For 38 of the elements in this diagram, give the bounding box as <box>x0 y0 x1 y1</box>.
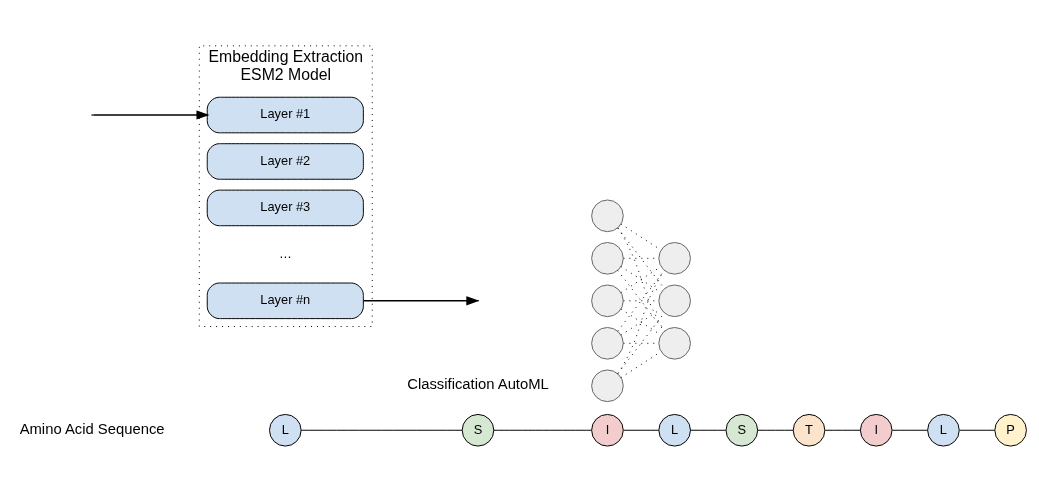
node-circle: T <box>792 413 826 447</box>
node-circle <box>658 241 691 275</box>
node-box: Layer #n <box>206 282 364 319</box>
node-circle <box>591 326 624 360</box>
connector <box>623 429 660 431</box>
connector <box>617 227 665 331</box>
label: … <box>278 245 292 261</box>
label: Amino Acid Sequence <box>19 420 165 437</box>
node-box: Layer #2 <box>206 142 364 180</box>
connector <box>617 227 665 289</box>
node-box: Layer #3 <box>206 189 364 226</box>
connector <box>824 429 861 431</box>
arrow <box>362 295 480 305</box>
node-circle: I <box>859 413 893 447</box>
connector <box>617 269 665 332</box>
node-box: Layer #1 <box>206 96 364 133</box>
node-circle: L <box>269 413 302 447</box>
connector <box>757 429 794 431</box>
label: Classification AutoML <box>407 375 549 392</box>
node-circle <box>591 199 624 232</box>
connector <box>617 269 665 374</box>
connector <box>690 429 727 431</box>
node-circle <box>591 369 624 402</box>
connector <box>959 429 996 431</box>
connector <box>891 429 928 431</box>
arrow <box>92 109 210 120</box>
node-circle <box>658 326 691 360</box>
node-circle <box>591 241 624 275</box>
node-circle: P <box>994 413 1027 447</box>
node-circle: L <box>658 413 691 447</box>
connector <box>300 429 463 431</box>
connector <box>493 429 592 431</box>
node-circle: S <box>725 413 759 447</box>
node-circle <box>591 284 624 317</box>
node-circle: S <box>461 413 495 447</box>
node-circle: L <box>927 413 960 447</box>
node-circle <box>658 284 691 317</box>
node-circle: I <box>591 413 624 447</box>
